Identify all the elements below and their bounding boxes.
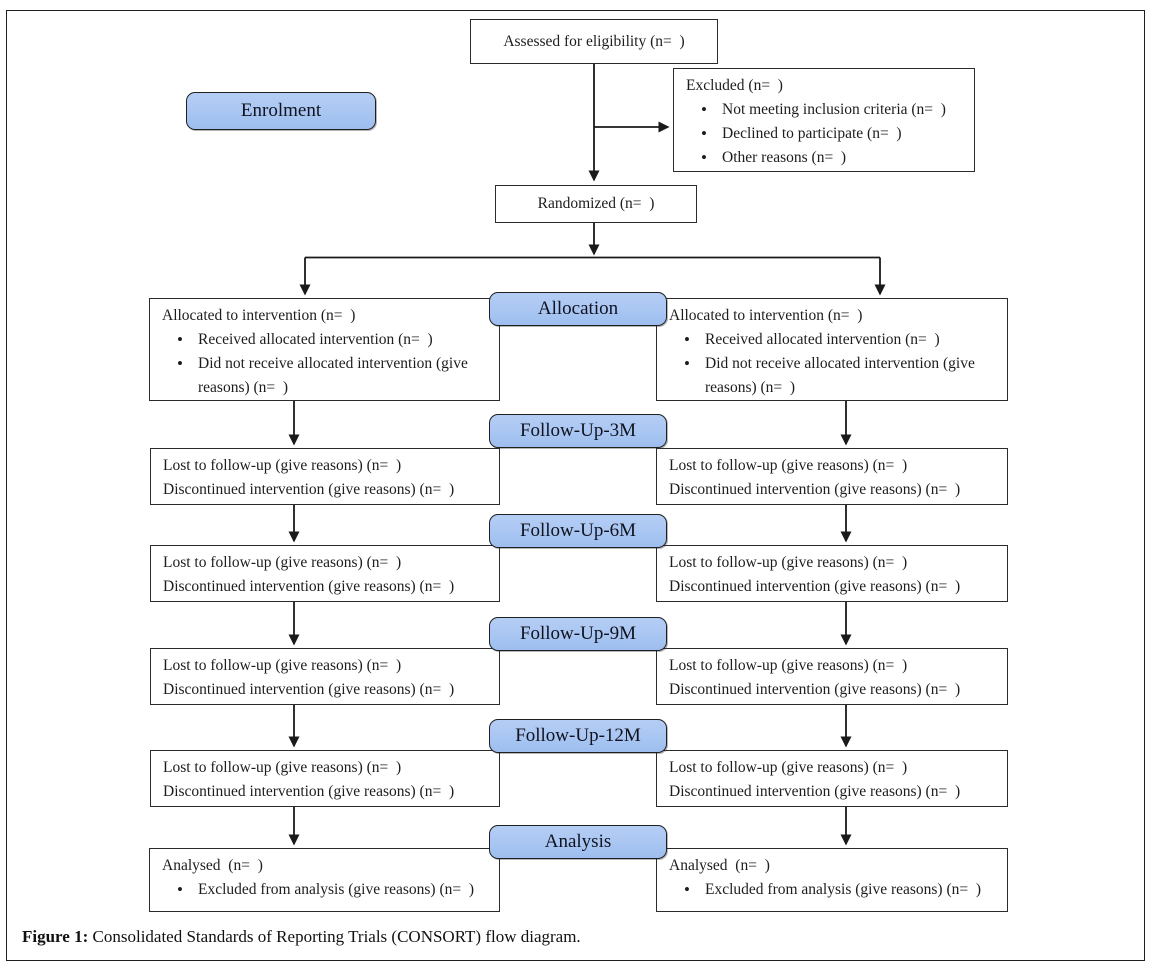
followup-3m-right-box: Lost to follow-up (give reasons) (n= ) D… xyxy=(656,448,1008,505)
allocation-right-title: Allocated to intervention (n= ) xyxy=(669,307,863,324)
excluded-title: Excluded (n= ) xyxy=(686,77,783,94)
followup-line: Discontinued intervention (give reasons)… xyxy=(163,578,455,595)
stage-enrolment: Enrolment xyxy=(186,92,376,130)
excluded-box: Excluded (n= ) Not meeting inclusion cri… xyxy=(673,68,975,172)
allocation-left-title: Allocated to intervention (n= ) xyxy=(162,307,356,324)
followup-line: Discontinued intervention (give reasons)… xyxy=(669,783,961,800)
excluded-item: Other reasons (n= ) xyxy=(686,146,966,170)
followup-line: Lost to follow-up (give reasons) (n= ) xyxy=(163,657,402,674)
analysis-left-title: Analysed (n= ) xyxy=(162,857,263,874)
analysis-left-box: Analysed (n= ) Excluded from analysis (g… xyxy=(149,848,500,912)
followup-line: Discontinued intervention (give reasons)… xyxy=(669,681,961,698)
followup-9m-left-box: Lost to follow-up (give reasons) (n= ) D… xyxy=(150,648,500,705)
stage-analysis: Analysis xyxy=(489,825,667,859)
followup-line: Discontinued intervention (give reasons)… xyxy=(163,681,455,698)
figure-caption: Figure 1: Consolidated Standards of Repo… xyxy=(22,927,581,947)
stage-followup-12m-label: Follow-Up-12M xyxy=(515,725,641,746)
randomized-text: Randomized (n= ) xyxy=(537,195,655,212)
stage-analysis-label: Analysis xyxy=(544,831,612,852)
allocation-left-list: Received allocated intervention (n= ) Di… xyxy=(162,328,491,400)
excluded-list: Not meeting inclusion criteria (n= ) Dec… xyxy=(686,98,966,170)
allocation-right-item: Did not receive allocated intervention (… xyxy=(669,352,999,400)
followup-line: Lost to follow-up (give reasons) (n= ) xyxy=(669,759,908,776)
followup-line: Lost to follow-up (give reasons) (n= ) xyxy=(669,657,908,674)
stage-allocation: Allocation xyxy=(489,292,667,326)
stage-followup-6m: Follow-Up-6M xyxy=(489,514,667,548)
analysis-right-box: Analysed (n= ) Excluded from analysis (g… xyxy=(656,848,1008,912)
followup-line: Lost to follow-up (give reasons) (n= ) xyxy=(163,554,402,571)
allocation-left-item: Did not receive allocated intervention (… xyxy=(162,352,491,400)
stage-followup-9m-label: Follow-Up-9M xyxy=(519,623,637,644)
allocation-right-box: Allocated to intervention (n= ) Received… xyxy=(656,298,1008,401)
allocation-right-item: Received allocated intervention (n= ) xyxy=(669,328,999,352)
allocation-left-box: Allocated to intervention (n= ) Received… xyxy=(149,298,500,401)
analysis-right-item: Excluded from analysis (give reasons) (n… xyxy=(669,878,999,902)
analysis-left-item: Excluded from analysis (give reasons) (n… xyxy=(162,878,491,902)
excluded-item: Not meeting inclusion criteria (n= ) xyxy=(686,98,966,122)
figure-border xyxy=(6,10,1145,961)
stage-followup-6m-label: Follow-Up-6M xyxy=(519,520,637,541)
followup-line: Discontinued intervention (give reasons)… xyxy=(163,783,455,800)
followup-3m-left-box: Lost to follow-up (give reasons) (n= ) D… xyxy=(150,448,500,505)
stage-followup-9m: Follow-Up-9M xyxy=(489,617,667,651)
stage-allocation-label: Allocation xyxy=(537,298,619,319)
analysis-left-list: Excluded from analysis (give reasons) (n… xyxy=(162,878,491,902)
stage-followup-3m-label: Follow-Up-3M xyxy=(519,420,637,441)
followup-12m-left-box: Lost to follow-up (give reasons) (n= ) D… xyxy=(150,750,500,807)
stage-followup-12m: Follow-Up-12M xyxy=(489,719,667,753)
followup-12m-right-box: Lost to follow-up (give reasons) (n= ) D… xyxy=(656,750,1008,807)
analysis-right-list: Excluded from analysis (give reasons) (n… xyxy=(669,878,999,902)
assessed-eligibility-box: Assessed for eligibility (n= ) xyxy=(470,19,718,64)
allocation-right-list: Received allocated intervention (n= ) Di… xyxy=(669,328,999,400)
followup-6m-left-box: Lost to follow-up (give reasons) (n= ) D… xyxy=(150,545,500,602)
stage-enrolment-label: Enrolment xyxy=(240,100,322,121)
followup-line: Lost to follow-up (give reasons) (n= ) xyxy=(669,554,908,571)
followup-6m-right-box: Lost to follow-up (give reasons) (n= ) D… xyxy=(656,545,1008,602)
analysis-right-title: Analysed (n= ) xyxy=(669,857,770,874)
assessed-eligibility-text: Assessed for eligibility (n= ) xyxy=(503,32,685,50)
figure-caption-label: Figure 1: xyxy=(22,927,89,946)
stage-followup-3m: Follow-Up-3M xyxy=(489,414,667,448)
followup-line: Lost to follow-up (give reasons) (n= ) xyxy=(163,457,402,474)
figure-caption-text: Consolidated Standards of Reporting Tria… xyxy=(88,927,581,946)
randomized-box: Randomized (n= ) xyxy=(495,185,697,223)
allocation-left-item: Received allocated intervention (n= ) xyxy=(162,328,491,352)
followup-9m-right-box: Lost to follow-up (give reasons) (n= ) D… xyxy=(656,648,1008,705)
followup-line: Lost to follow-up (give reasons) (n= ) xyxy=(669,457,908,474)
followup-line: Discontinued intervention (give reasons)… xyxy=(669,481,961,498)
followup-line: Discontinued intervention (give reasons)… xyxy=(163,481,455,498)
excluded-item: Declined to participate (n= ) xyxy=(686,122,966,146)
followup-line: Discontinued intervention (give reasons)… xyxy=(669,578,961,595)
followup-line: Lost to follow-up (give reasons) (n= ) xyxy=(163,759,402,776)
